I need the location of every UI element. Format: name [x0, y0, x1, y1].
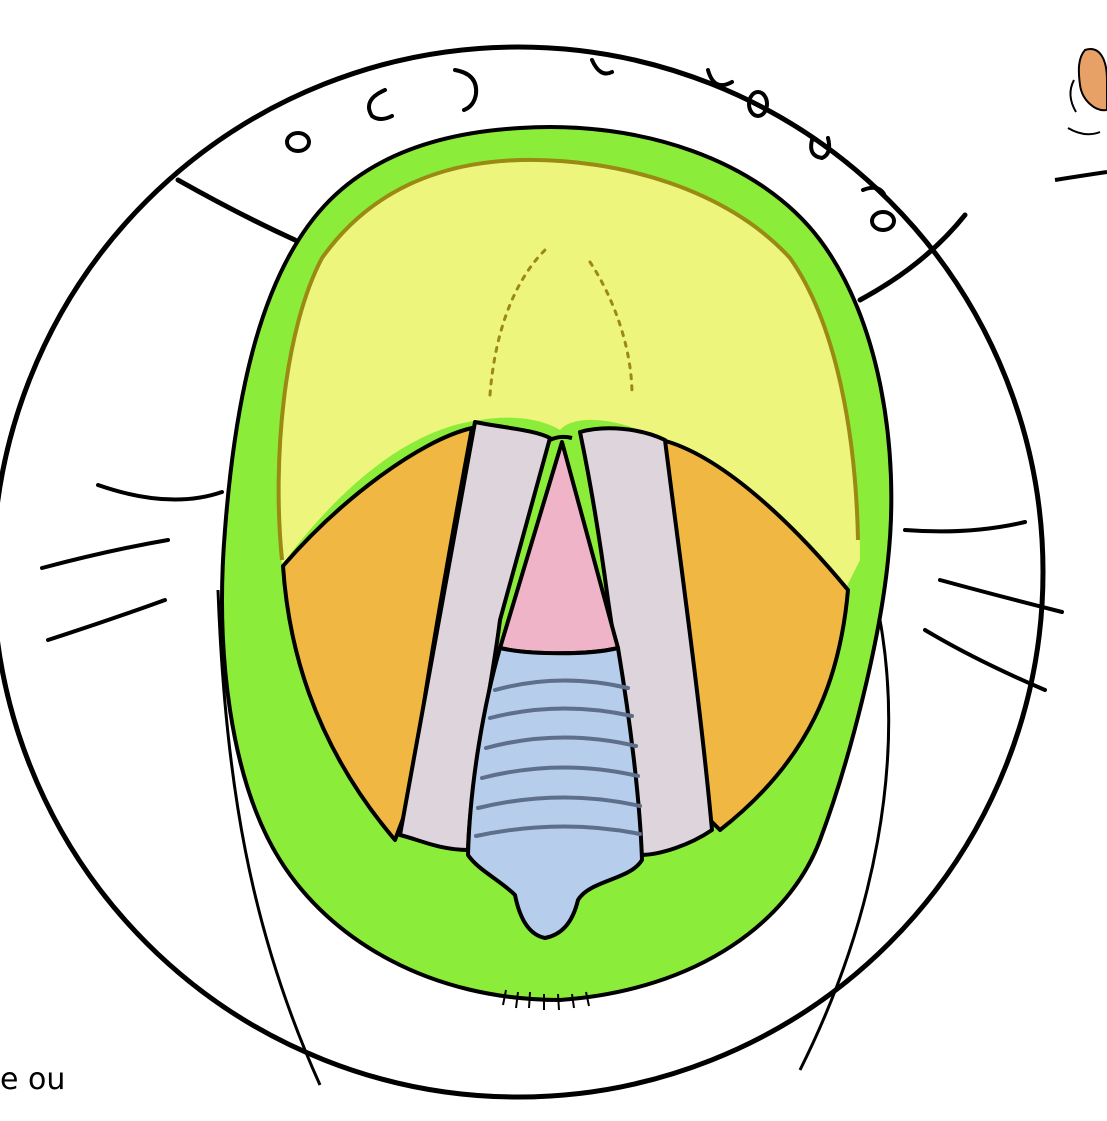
- small-drawing-icon: [1055, 49, 1107, 180]
- caption-fragment: e ou: [0, 1062, 65, 1098]
